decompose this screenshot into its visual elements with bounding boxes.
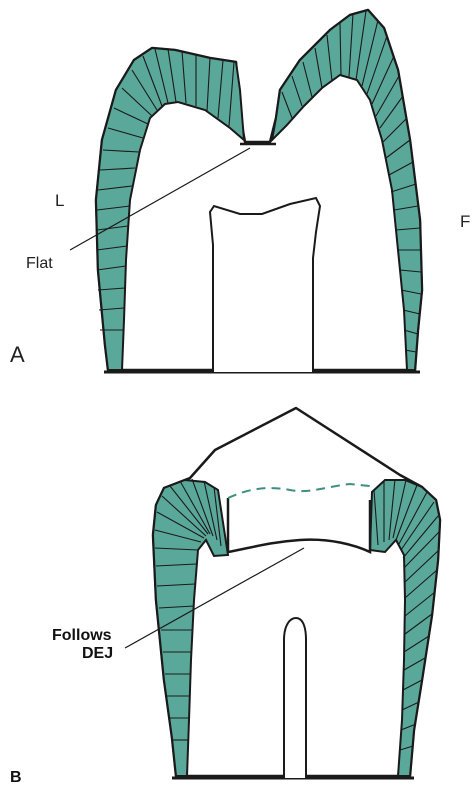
panel-b-pulp-canal: [284, 618, 306, 778]
panel-a: L F Flat A: [10, 10, 470, 372]
panel-b-label-follows: Follows: [52, 627, 112, 644]
panel-a-label-f: F: [460, 212, 470, 231]
panel-b: Follows DEJ B: [10, 408, 440, 786]
panel-a-letter: A: [10, 342, 25, 367]
panel-b-letter: B: [10, 769, 22, 786]
panel-a-label-l: L: [55, 191, 64, 210]
panel-a-pulp-chamber: [210, 198, 320, 372]
panel-a-label-flat: Flat: [26, 255, 53, 272]
panel-b-label-dej: DEJ: [82, 645, 113, 662]
